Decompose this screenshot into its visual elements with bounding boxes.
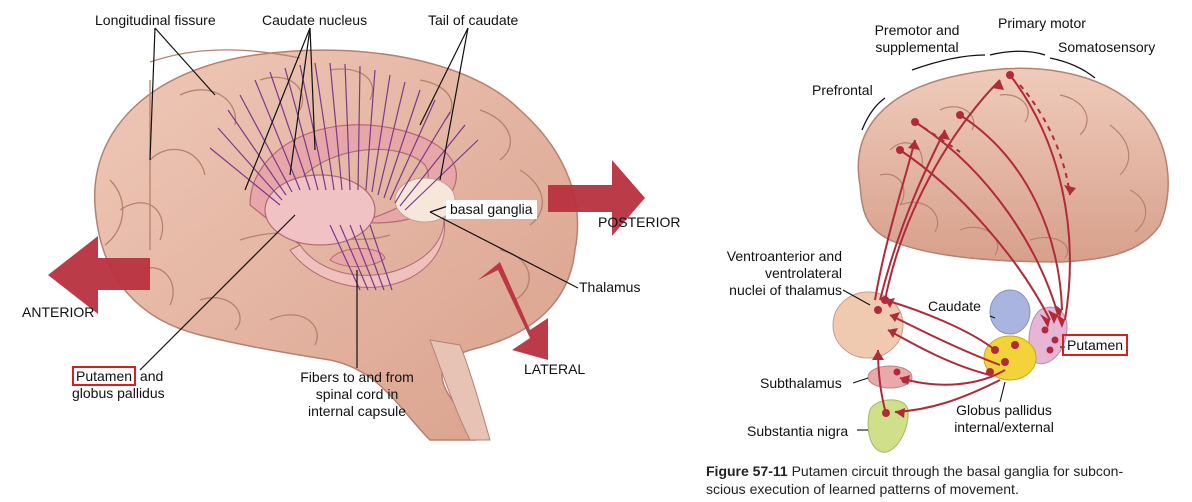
left-leader-lines [139,27,579,371]
label-prefrontal: Prefrontal [812,82,873,98]
label-va-line2: ventrolateral [764,265,842,281]
posterior-arrow [548,160,645,236]
label-subthalamus: Subthalamus [760,375,842,391]
pathway-arrowheads [872,80,1076,418]
label-substantia-nigra: Substantia nigra [747,423,849,439]
figure-caption: Figure 57-11 Putamen circuit through the… [706,462,1176,498]
label-va-vl-nuclei: Ventroanterior and ventrolateral nuclei … [700,248,842,299]
label-putamen-globus: Putamen and globus pallidus [72,366,165,402]
label-globus-pallidus-right: Globus pallidus internal/external [945,402,1063,436]
label-somatosensory: Somatosensory [1058,39,1156,55]
label-fibers-line1: Fibers to and from [300,369,414,385]
label-globus-pallidus: globus pallidus [72,385,165,401]
va-vl-thalamus-shape [832,291,904,359]
brainstem [429,339,491,441]
putamen-highlight-box: Putamen [72,366,137,386]
pathway-lines [874,74,1071,413]
label-premotor-line1: Premotor and [874,22,960,38]
substantia-nigra-shape [867,399,909,453]
label-lateral: LATERAL [524,361,586,377]
label-va-line3: nuclei of thalamus [729,282,842,298]
caption-figure-number: Figure 57-11 [706,463,788,479]
tail-tip [329,248,386,267]
label-and: and [136,368,164,384]
pathway-dashed [914,84,1071,196]
right-leader-lines [842,289,1065,431]
caption-text-line2: scious execution of learned patterns of … [706,481,1019,497]
anterior-arrow [48,236,150,314]
label-tail-of-caudate: Tail of caudate [428,12,519,28]
caudate-shape [989,289,1031,335]
label-premotor-line2: supplemental [875,39,959,55]
label-primary-motor: Primary motor [998,15,1086,31]
caption-text-line1: Putamen circuit through the basal gangli… [791,463,1124,479]
capsule-fibers [209,62,479,291]
label-premotor: Premotor and supplemental [866,22,968,56]
lateral-arrow [478,262,548,360]
label-anterior: ANTERIOR [22,304,95,320]
label-putamen-right: Putamen [1062,334,1129,356]
label-longitudinal-fissure: Longitudinal fissure [95,12,216,28]
label-fibers: Fibers to and from spinal cord in intern… [294,369,420,420]
label-fibers-line2: spinal cord in [315,386,399,402]
label-fibers-line3: internal capsule [307,403,407,419]
label-gp-line1: Globus pallidus [956,402,1052,418]
left-brain-hemisphere [94,49,579,441]
label-thalamus: Thalamus [579,279,641,295]
label-basal-ganglia: basal ganglia [446,200,537,219]
label-gp-line2: internal/external [954,419,1054,435]
label-caudate: Caudate [928,298,981,314]
label-posterior: POSTERIOR [598,214,681,230]
region-brackets [861,50,1096,131]
label-va-line1: Ventroanterior and [726,248,842,264]
putamen-lentiform [264,174,376,246]
label-caudate-nucleus: Caudate nucleus [262,12,368,28]
putamen-right-highlight-box: Putamen [1062,334,1129,356]
